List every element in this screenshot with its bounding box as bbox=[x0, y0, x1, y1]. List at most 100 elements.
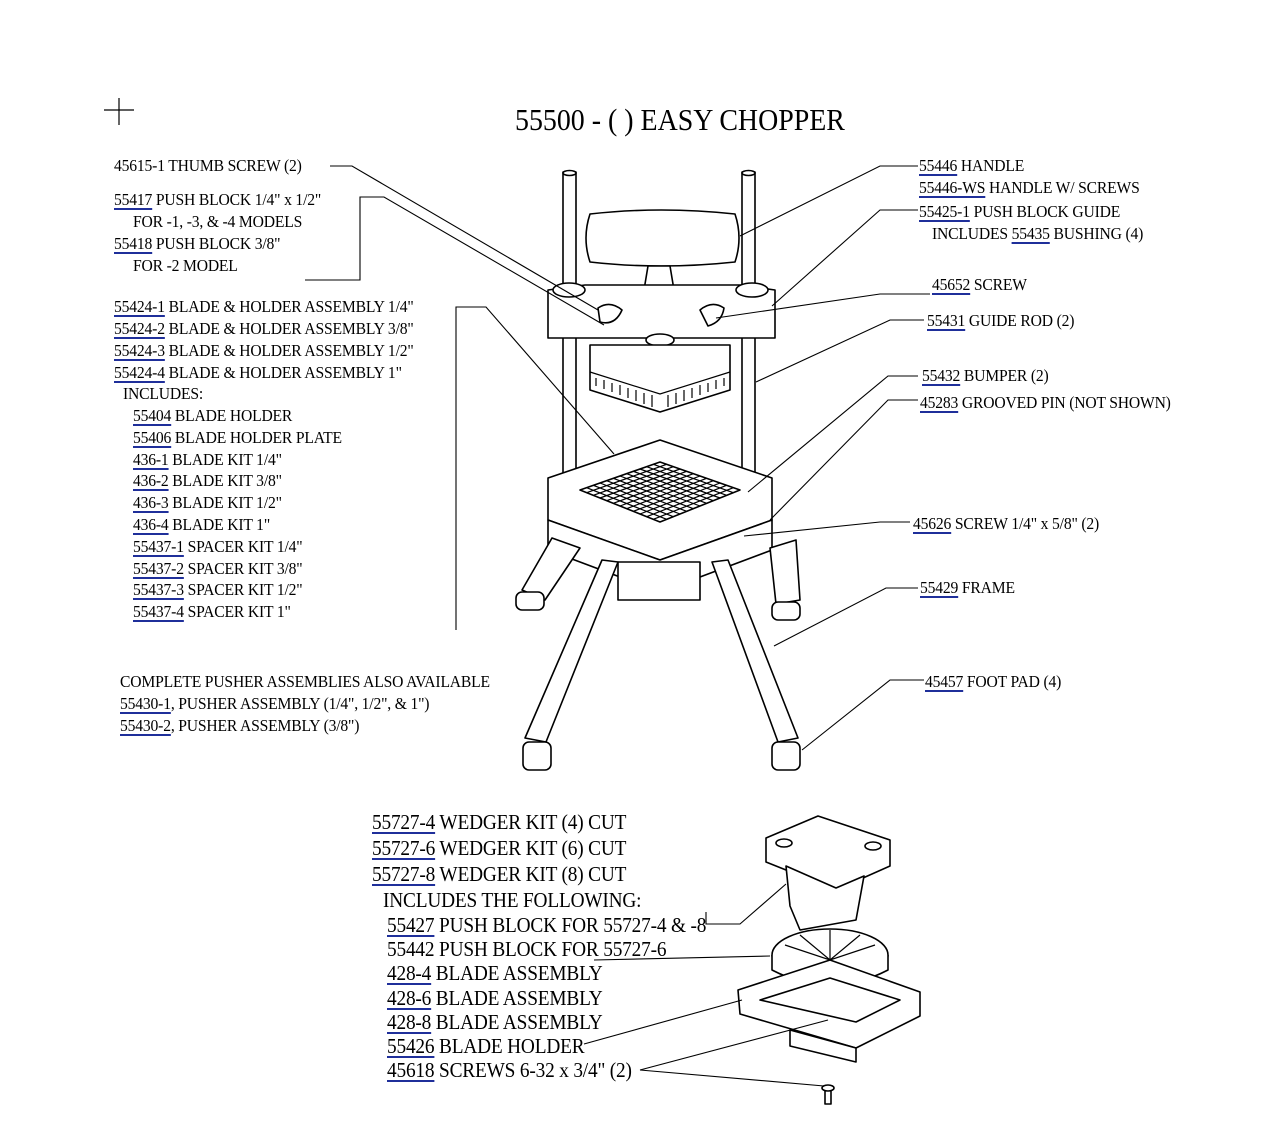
part-number-link[interactable]: 55427 bbox=[387, 913, 435, 937]
part-number-link[interactable]: 55431 bbox=[927, 311, 966, 330]
part-description: BLADE KIT 1/4" bbox=[168, 449, 282, 469]
callout-lines bbox=[305, 165, 930, 751]
label-blade-assembly: 55424-2 BLADE & HOLDER ASSEMBLY 3/8" bbox=[114, 319, 414, 339]
label-wedger-kit: 55727-4 WEDGER KIT (4) CUT bbox=[372, 810, 626, 834]
part-number-link[interactable]: 55424-4 bbox=[114, 363, 165, 382]
part-description: , PUSHER ASSEMBLY (1/4", 1/2", & 1") bbox=[170, 694, 430, 713]
label-push-block-14: 55417 PUSH BLOCK 1/4" x 1/2" bbox=[114, 190, 322, 209]
part-number-link[interactable]: 55425-1 bbox=[919, 202, 970, 221]
part-number-link[interactable]: 55727-4 bbox=[372, 810, 436, 834]
label-push-block-38: 55418 PUSH BLOCK 3/8" bbox=[114, 234, 281, 253]
blade-holder bbox=[547, 439, 773, 561]
part-description: PUSH BLOCK FOR 55727-6 bbox=[434, 937, 667, 962]
part-number-link[interactable]: 55417 bbox=[114, 190, 153, 209]
part-number-link[interactable]: 55404 bbox=[133, 406, 172, 425]
part-number-link[interactable]: 45283 bbox=[920, 393, 959, 412]
label-wedger-includes: INCLUDES THE FOLLOWING: bbox=[383, 888, 642, 912]
part-description: BLADE HOLDER PLATE bbox=[171, 427, 342, 447]
part-description: WEDGER KIT (8) CUT bbox=[435, 862, 627, 886]
label-handle: 55446 HANDLE bbox=[919, 156, 1025, 175]
label-included-part: 436-1 BLADE KIT 1/4" bbox=[133, 450, 282, 470]
wedger-drawing bbox=[737, 815, 921, 1105]
part-number-link[interactable]: 428-6 bbox=[387, 985, 432, 1010]
label-pusher: 55430-1, PUSHER ASSEMBLY (1/4", 1/2", & … bbox=[120, 694, 430, 714]
label-wedger-part: 55426 BLADE HOLDER bbox=[387, 1034, 585, 1058]
part-number-link[interactable]: 55437-3 bbox=[133, 580, 184, 600]
part-description: BLADE HOLDER bbox=[171, 406, 293, 425]
label-push-block-guide: 55425-1 PUSH BLOCK GUIDE bbox=[919, 202, 1121, 221]
part-number-link[interactable]: 55432 bbox=[922, 366, 961, 385]
part-number-link[interactable]: 428-8 bbox=[387, 1009, 432, 1034]
part-number-link[interactable]: 428-4 bbox=[387, 961, 432, 986]
part-number: 45615-1 bbox=[114, 156, 165, 175]
part-number-link[interactable]: 436-3 bbox=[133, 493, 169, 513]
label-included-part: 436-2 BLADE KIT 3/8" bbox=[133, 471, 282, 491]
label-included-part: 55437-3 SPACER KIT 1/2" bbox=[133, 580, 303, 600]
part-number-link[interactable]: 55727-8 bbox=[372, 862, 436, 886]
part-number-link[interactable]: 55424-1 bbox=[114, 297, 165, 316]
page-title: 55500 - ( ) EASY CHOPPER bbox=[515, 102, 845, 137]
label-wedger-part: 428-8 BLADE ASSEMBLY bbox=[387, 1010, 603, 1034]
part-description: WEDGER KIT (4) CUT bbox=[435, 810, 627, 834]
part-number-link[interactable]: 55430-1 bbox=[120, 694, 171, 713]
part-description: BLADE KIT 3/8" bbox=[168, 471, 282, 491]
part-number-link[interactable]: 436-2 bbox=[133, 471, 169, 491]
label-wedger-part: 45618 SCREWS 6-32 x 3/4" (2) bbox=[387, 1058, 632, 1082]
blade-grid-line bbox=[653, 463, 734, 494]
part-description: SCREWS 6-32 x 3/4" (2) bbox=[434, 1058, 632, 1083]
part-description: BLADE & HOLDER ASSEMBLY 1/2" bbox=[164, 341, 414, 360]
part-description: SPACER KIT 1/2" bbox=[183, 580, 303, 600]
label-included-part: 55406 BLADE HOLDER PLATE bbox=[133, 428, 342, 448]
part-number-link[interactable]: 45652 bbox=[932, 275, 971, 294]
part-description: BLADE ASSEMBLY bbox=[431, 961, 603, 986]
part-description: BLADE & HOLDER ASSEMBLY 3/8" bbox=[164, 319, 414, 338]
part-number-link[interactable]: 55437-1 bbox=[133, 536, 184, 556]
part-number-link[interactable]: 45618 bbox=[387, 1058, 435, 1083]
part-number-link[interactable]: 55406 bbox=[133, 427, 172, 447]
label-wedger-kit: 55727-6 WEDGER KIT (6) CUT bbox=[372, 836, 626, 860]
part-number-link[interactable]: 55424-2 bbox=[114, 319, 165, 338]
label-guide-note: INCLUDES 55435 BUSHING (4) bbox=[932, 224, 1144, 243]
part-description: BLADE ASSEMBLY bbox=[431, 1009, 603, 1034]
part-number-link[interactable]: 55418 bbox=[114, 234, 153, 253]
blade-grid-line bbox=[646, 484, 727, 518]
part-number-link[interactable]: 55426 bbox=[387, 1034, 435, 1058]
part-description: SPACER KIT 1" bbox=[183, 602, 291, 622]
label-grooved-pin: 45283 GROOVED PIN (NOT SHOWN) bbox=[920, 393, 1171, 412]
frame bbox=[515, 519, 801, 771]
label-frame: 55429 FRAME bbox=[920, 578, 1015, 597]
part-number-link[interactable]: 436-1 bbox=[133, 449, 169, 469]
part-number-link[interactable]: 45626 bbox=[913, 514, 952, 533]
label-pusher-heading: COMPLETE PUSHER ASSEMBLIES ALSO AVAILABL… bbox=[120, 672, 490, 691]
part-description: BLADE HOLDER bbox=[434, 1034, 585, 1058]
part-description: BLADE KIT 1/2" bbox=[168, 493, 282, 513]
part-number-link[interactable]: 55429 bbox=[920, 578, 959, 597]
label-includes: INCLUDES: bbox=[123, 384, 204, 403]
part-number-link[interactable]: 55437-4 bbox=[133, 602, 184, 622]
part-number-link[interactable]: 55437-2 bbox=[133, 558, 184, 578]
label-thumb-screw: 45615-1 THUMB SCREW (2) bbox=[114, 156, 302, 175]
registration-mark bbox=[104, 98, 134, 125]
part-number-link[interactable]: 55446 bbox=[919, 156, 958, 175]
blade-grid bbox=[586, 463, 734, 520]
label-foot-pad: 45457 FOOT PAD (4) bbox=[925, 672, 1062, 691]
part-description: , PUSHER ASSEMBLY (3/8") bbox=[170, 716, 360, 735]
part-number-link[interactable]: 55430-2 bbox=[120, 716, 171, 735]
part-number-link[interactable]: 55424-3 bbox=[114, 341, 165, 360]
label-push-block-14-note: FOR -1, -3, & -4 MODELS bbox=[133, 212, 303, 231]
label-included-part: 55437-2 SPACER KIT 3/8" bbox=[133, 558, 303, 579]
part-number-link[interactable]: 55446-WS bbox=[919, 178, 986, 197]
label-blade-assembly: 55424-1 BLADE & HOLDER ASSEMBLY 1/4" bbox=[114, 297, 414, 317]
label-included-part: 436-3 BLADE KIT 1/2" bbox=[133, 493, 282, 513]
part-number-link[interactable]: 436-4 bbox=[133, 515, 169, 534]
label-push-block-38-note: FOR -2 MODEL bbox=[133, 256, 238, 275]
label-screw: 45652 SCREW bbox=[932, 275, 1027, 294]
label-screw-14: 45626 SCREW 1/4" x 5/8" (2) bbox=[913, 514, 1100, 533]
part-number-link[interactable]: 55727-6 bbox=[372, 836, 436, 860]
part-number-link[interactable]: 55435 bbox=[1011, 224, 1050, 243]
label-bumper: 55432 BUMPER (2) bbox=[922, 366, 1049, 385]
part-description: WEDGER KIT (6) CUT bbox=[435, 836, 627, 860]
part-number-link[interactable]: 45457 bbox=[925, 672, 964, 691]
